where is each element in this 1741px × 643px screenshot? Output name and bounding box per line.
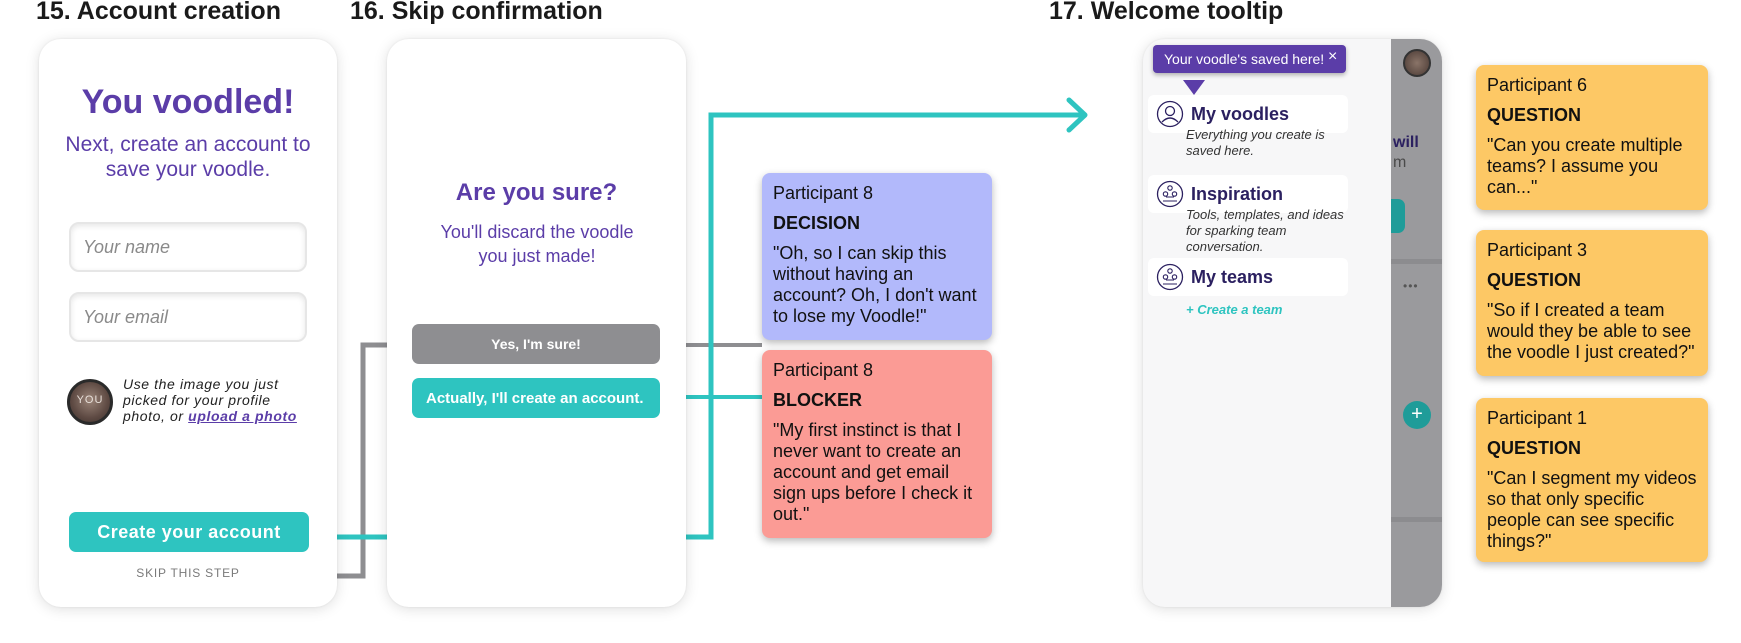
- note-kind: BLOCKER: [773, 390, 862, 410]
- nav-description: Everything you create is saved here.: [1186, 127, 1325, 158]
- note-quote: "Can you create multiple teams? I assume…: [1487, 135, 1683, 197]
- welcome-tooltip: Your voodle's saved here! ×: [1153, 45, 1346, 73]
- nav-label: Inspiration: [1191, 184, 1284, 204]
- skip-confirmation-screen: Are you sure? You'll discard the voodle …: [387, 39, 686, 607]
- nav-item-inspiration[interactable]: Inspiration: [1148, 175, 1348, 213]
- add-fab-button[interactable]: +: [1403, 401, 1431, 429]
- yes-im-sure-button[interactable]: Yes, I'm sure!: [412, 324, 660, 364]
- nav-label: My voodles: [1191, 104, 1290, 124]
- create-team-link[interactable]: + Create a team: [1186, 302, 1283, 317]
- confirm-title: Are you sure?: [455, 179, 618, 206]
- team-icon: [1156, 180, 1184, 208]
- nav-item-my-voodles[interactable]: My voodles: [1148, 95, 1348, 133]
- note-quote: "Oh, so I can skip this without having a…: [773, 243, 977, 326]
- heading-welcome-tooltip: 17. Welcome tooltip: [1049, 0, 1284, 25]
- dimmed-background: will m ••• +: [1391, 39, 1442, 607]
- note-quote: "My first instinct is that I never want …: [773, 420, 973, 524]
- tooltip-pointer-icon: [1183, 80, 1205, 95]
- user-icon: [1156, 100, 1184, 128]
- team-icon: [1156, 263, 1184, 291]
- connector-arrowhead: [1066, 97, 1088, 133]
- bg-divider: [1391, 259, 1442, 264]
- question-note: Participant 1 QUESTION "Can I segment my…: [1476, 398, 1708, 562]
- bg-divider: [1391, 517, 1442, 522]
- name-field[interactable]: [69, 222, 307, 272]
- bg-button: [1391, 199, 1405, 233]
- actually-create-account-button[interactable]: Actually, I'll create an account.: [412, 378, 660, 418]
- photo-text: Use the image you just picked for your p…: [123, 376, 279, 424]
- note-kind: QUESTION: [1487, 270, 1582, 290]
- avatar-label: YOU: [76, 394, 104, 406]
- note-participant: Participant 8: [773, 183, 874, 203]
- photo-instructions: Use the image you just picked for your p…: [123, 376, 303, 424]
- tooltip-text: Your voodle's saved here!: [1164, 51, 1325, 67]
- email-field[interactable]: [69, 292, 307, 342]
- tooltip-close-icon[interactable]: ×: [1328, 48, 1338, 65]
- note-participant: Participant 6: [1487, 75, 1588, 95]
- skip-step-link[interactable]: SKIP THIS STEP: [136, 566, 240, 580]
- nav-item-my-teams[interactable]: My teams: [1148, 258, 1348, 296]
- note-participant: Participant 8: [773, 360, 874, 380]
- create-account-button[interactable]: Create your account: [69, 512, 309, 552]
- note-kind: QUESTION: [1487, 105, 1582, 125]
- upload-photo-link[interactable]: upload a photo: [188, 408, 297, 424]
- nav-description: Tools, templates, and ideas for sparking…: [1186, 207, 1344, 254]
- note-quote: "So if I created a team would they be ab…: [1487, 300, 1695, 362]
- question-note: Participant 6 QUESTION "Can you create m…: [1476, 65, 1708, 210]
- heading-skip-confirmation: 16. Skip confirmation: [350, 0, 603, 25]
- note-participant: Participant 3: [1487, 240, 1588, 260]
- note-participant: Participant 1: [1487, 408, 1588, 428]
- nav-label: My teams: [1191, 267, 1274, 287]
- confirm-message: You'll discard the voodle you just made!: [440, 222, 634, 266]
- blocker-note: Participant 8 BLOCKER "My first instinct…: [762, 350, 992, 538]
- bg-text: will: [1393, 134, 1419, 151]
- account-subtitle: Next, create an account to save your voo…: [65, 133, 311, 181]
- note-quote: "Can I segment my videos so that only sp…: [1487, 468, 1697, 551]
- heading-account-creation: 15. Account creation: [36, 0, 281, 25]
- account-title: You voodled!: [81, 83, 295, 121]
- question-note: Participant 3 QUESTION "So if I created …: [1476, 230, 1708, 376]
- note-kind: DECISION: [773, 213, 861, 233]
- profile-avatar[interactable]: [1403, 49, 1431, 77]
- note-kind: QUESTION: [1487, 438, 1582, 458]
- bg-text: m: [1393, 154, 1407, 171]
- more-icon[interactable]: •••: [1403, 279, 1419, 293]
- decision-note: Participant 8 DECISION "Oh, so I can ski…: [762, 173, 992, 340]
- welcome-screen: will m ••• + Your voodle's saved here! ×…: [1143, 39, 1442, 607]
- account-creation-screen: You voodled! Next, create an account to …: [39, 39, 337, 607]
- avatar: YOU: [67, 379, 113, 425]
